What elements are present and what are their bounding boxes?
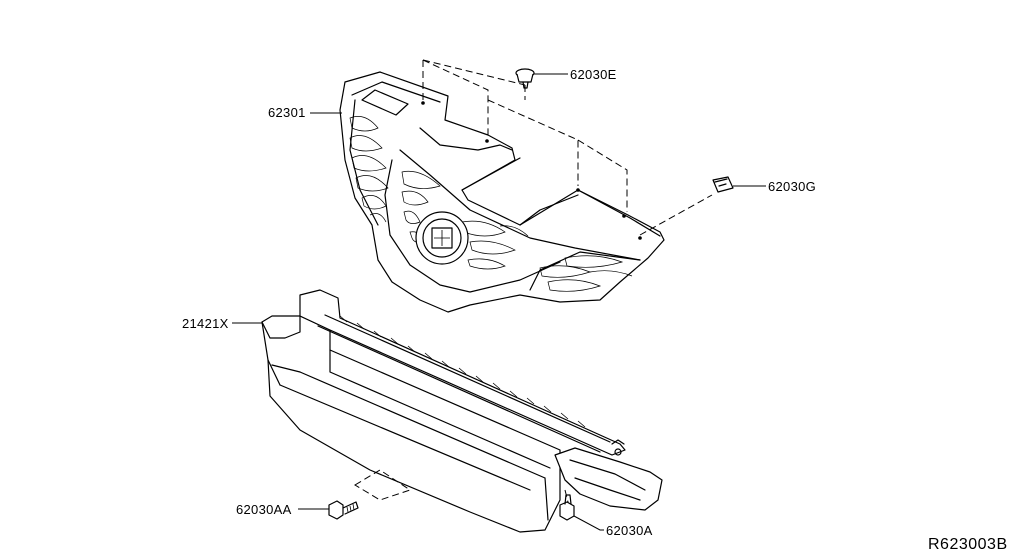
- part-label-62030e: 62030E: [570, 67, 617, 82]
- part-label-62301: 62301: [268, 105, 306, 120]
- air-duct-drawing: [261, 289, 663, 533]
- part-label-62030aa: 62030AA: [236, 502, 292, 517]
- part-label-62030a: 62030A: [606, 523, 653, 538]
- clip-62030g-drawing: [712, 176, 734, 193]
- bolt-62030aa-drawing: [328, 500, 359, 520]
- part-label-21421x: 21421X: [182, 316, 229, 331]
- bolt-62030a-drawing: [559, 494, 575, 521]
- reference-code: R623003B: [928, 536, 1008, 553]
- part-label-62030g: 62030G: [768, 179, 816, 194]
- front-grille-drawing: [339, 71, 665, 313]
- clip-62030e-drawing: [515, 68, 535, 89]
- leader-62030a: [573, 515, 604, 531]
- alignment-lines: [422, 59, 713, 236]
